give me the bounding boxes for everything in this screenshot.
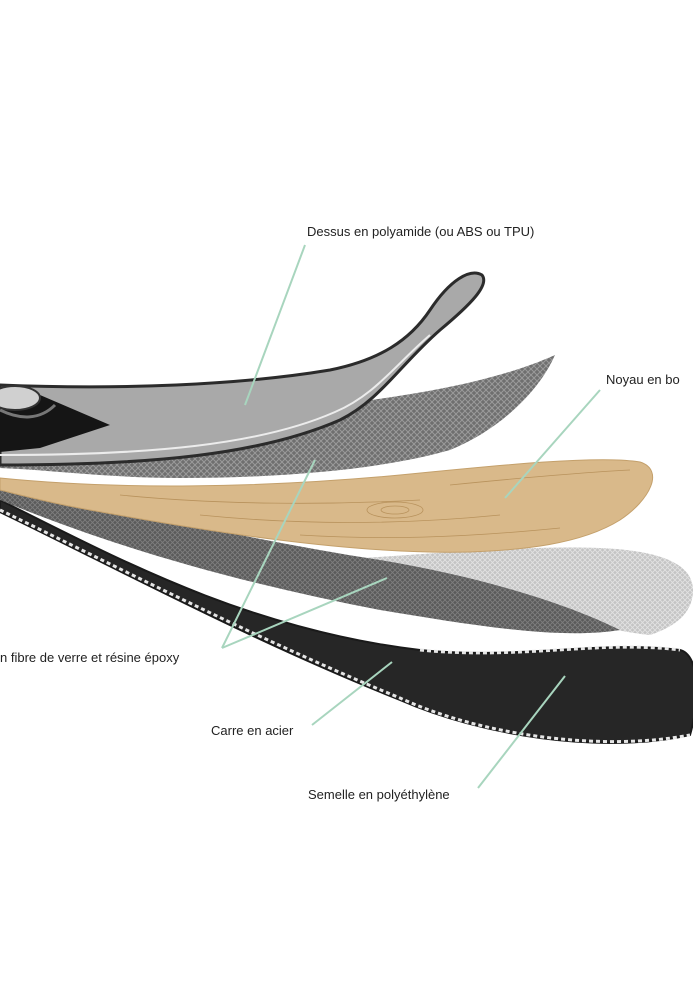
leader-edge xyxy=(311,661,393,726)
label-fiberglass: n fibre de verre et résine époxy xyxy=(0,650,180,665)
top-sheet-layer xyxy=(0,271,486,467)
steel-edge xyxy=(0,508,691,744)
label-edge: Carre en acier xyxy=(211,723,294,738)
label-core: Noyau en bo xyxy=(606,372,680,387)
leader-fiberglass-a xyxy=(221,459,316,649)
leader-lines xyxy=(221,244,601,789)
leader-core xyxy=(504,389,601,499)
leader-top-sheet xyxy=(244,244,306,406)
label-base: Semelle en polyéthylène xyxy=(308,787,450,802)
leader-fiberglass-b xyxy=(221,577,388,649)
label-top-sheet: Dessus en polyamide (ou ABS ou TPU) xyxy=(307,224,535,239)
base-layer xyxy=(0,498,693,744)
leader-base xyxy=(477,675,566,789)
